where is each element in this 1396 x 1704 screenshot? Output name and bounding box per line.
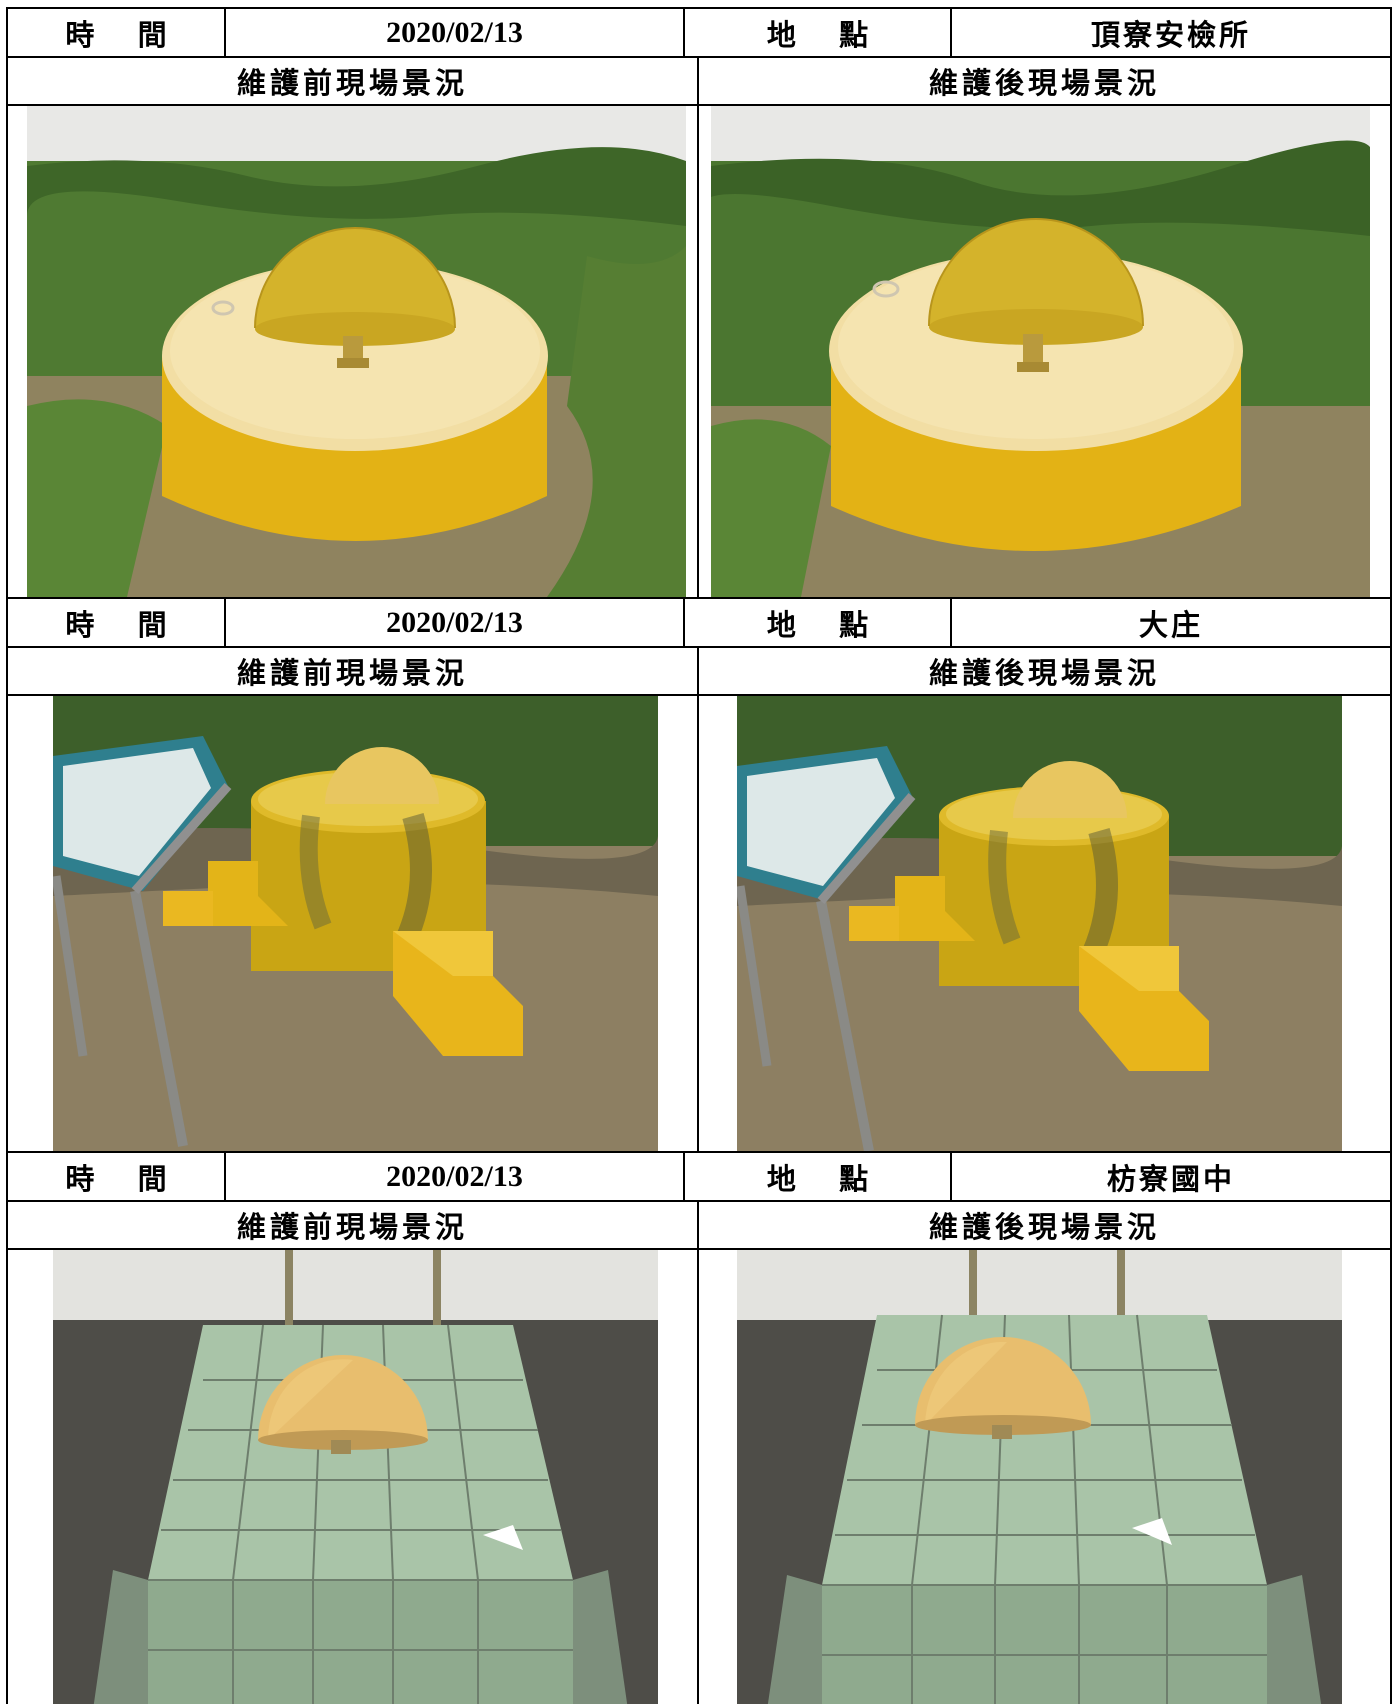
before-heading: 維護前現場景況 (8, 648, 699, 694)
before-heading: 維護前現場景況 (8, 58, 699, 104)
photo-row (8, 696, 1390, 1151)
place-label: 地 點 (685, 1153, 952, 1200)
before-heading: 維護前現場景況 (8, 1202, 699, 1248)
after-photo (737, 696, 1342, 1151)
after-photo (711, 106, 1370, 597)
date-value: 2020/02/13 (226, 1153, 685, 1200)
heading-row: 維護前現場景況 維護後現場景況 (8, 1202, 1390, 1250)
after-heading: 維護後現場景況 (928, 68, 1160, 100)
before-photo (27, 106, 686, 597)
after-heading: 維護後現場景況 (928, 1212, 1160, 1244)
after-photo-cell (699, 696, 1390, 1151)
time-label: 時 間 (8, 9, 226, 56)
record-block-2: 時 間 2020/02/13 地 點 大庄 維護前現場景況 維護後現場景況 (8, 599, 1390, 1153)
before-photo-cell (8, 106, 699, 597)
before-photo (53, 696, 658, 1151)
after-photo-cell (699, 106, 1390, 597)
info-row: 時 間 2020/02/13 地 點 枋寮國中 (8, 1153, 1390, 1202)
date-value: 2020/02/13 (226, 599, 685, 646)
heading-row: 維護前現場景況 維護後現場景況 (8, 648, 1390, 696)
heading-row: 維護前現場景況 維護後現場景況 (8, 58, 1390, 106)
after-heading: 維護後現場景況 (928, 658, 1160, 690)
location-value: 大庄 (1138, 609, 1203, 642)
place-label: 地 點 (685, 599, 952, 646)
before-photo (53, 1250, 658, 1704)
info-row: 時 間 2020/02/13 地 點 大庄 (8, 599, 1390, 648)
location-value: 頂寮安檢所 (1090, 19, 1251, 52)
record-block-1: 時 間 2020/02/13 地 點 頂寮安檢所 維護前現場景況 維護後現場景況 (8, 9, 1390, 599)
photo-row (8, 1250, 1390, 1704)
after-photo (737, 1250, 1342, 1704)
time-label: 時 間 (8, 1153, 226, 1200)
time-label: 時 間 (8, 599, 226, 646)
after-photo-cell (699, 1250, 1390, 1704)
info-row: 時 間 2020/02/13 地 點 頂寮安檢所 (8, 9, 1390, 58)
maintenance-report-table: 時 間 2020/02/13 地 點 頂寮安檢所 維護前現場景況 維護後現場景況 (6, 7, 1392, 1704)
before-photo-cell (8, 1250, 699, 1704)
before-photo-cell (8, 696, 699, 1151)
record-block-3: 時 間 2020/02/13 地 點 枋寮國中 維護前現場景況 維護後現場景況 (8, 1153, 1390, 1704)
date-value: 2020/02/13 (226, 9, 685, 56)
photo-row (8, 106, 1390, 597)
location-value: 枋寮國中 (1106, 1163, 1235, 1196)
place-label: 地 點 (685, 9, 952, 56)
